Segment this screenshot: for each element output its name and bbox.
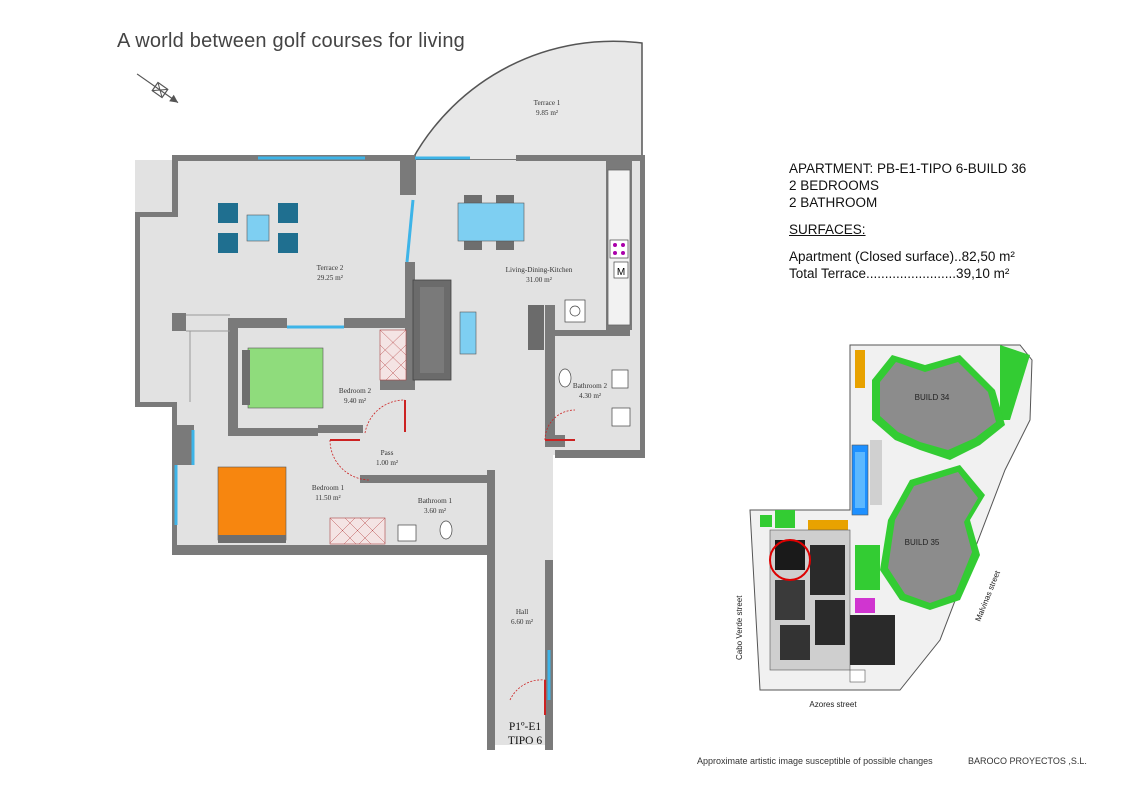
bedroom-1-wardrobe — [329, 517, 386, 545]
kitchen-counter: M — [564, 169, 631, 326]
terrace-table-set — [218, 203, 298, 253]
svg-text:31.00 m²: 31.00 m² — [526, 276, 552, 284]
room-area: 31.00 m² — [526, 276, 552, 284]
bathroom-2-fixtures — [558, 368, 631, 427]
tv-unit — [528, 305, 544, 350]
terrace-1-floor — [410, 40, 643, 161]
svg-text:9.85 m²: 9.85 m² — [536, 109, 558, 117]
azores-street-label: Azores street — [809, 700, 857, 709]
build-34-label: BUILD 34 — [915, 393, 950, 402]
bedroom-2-wardrobe — [379, 329, 407, 381]
coffee-table — [459, 311, 477, 355]
site-map: BUILD 34 BUILD 35 Cabo Verde street Azor… — [735, 344, 1033, 709]
room-labels: Terrace 1 9.85 m² Terrace 2 29.25 m² Liv… — [312, 99, 608, 626]
room-area: 6.60 m² — [511, 618, 533, 626]
room-name: Bathroom 1 — [418, 497, 453, 505]
svg-text:Bedroom 2: Bedroom 2 — [339, 387, 372, 395]
terrace-total: Total Terrace........................39,… — [789, 266, 1010, 281]
svg-text:11.50 m²: 11.50 m² — [315, 494, 340, 502]
malvinas-street-label: Malvinas street — [974, 569, 1003, 623]
room-area: 3.60 m² — [424, 507, 446, 515]
sofa — [412, 279, 452, 381]
windows — [174, 156, 551, 700]
svg-text:4.30 m²: 4.30 m² — [579, 392, 601, 400]
disclaimer: Approximate artistic image susceptible o… — [697, 756, 933, 766]
svg-text:6.60 m²: 6.60 m² — [511, 618, 533, 626]
bedroom-1-bed — [217, 466, 287, 543]
room-name: Hall — [516, 608, 528, 616]
svg-text:3.60 m²: 3.60 m² — [424, 507, 446, 515]
compass-icon — [136, 73, 179, 104]
cabo-verde-street-label: Cabo Verde street — [735, 595, 744, 660]
room-area: 4.30 m² — [579, 392, 601, 400]
svg-text:Bathroom 2: Bathroom 2 — [573, 382, 608, 390]
svg-text:Bathroom 1: Bathroom 1 — [418, 497, 453, 505]
svg-text:Hall: Hall — [516, 608, 528, 616]
closed-surface: Apartment (Closed surface)..82,50 m² — [789, 249, 1015, 264]
svg-text:9.40 m²: 9.40 m² — [344, 397, 366, 405]
unit-code-line1: P1º-E1 — [509, 721, 542, 733]
door-swings — [329, 399, 576, 701]
bedroom-2-bed — [242, 347, 324, 409]
tagline: A world between golf courses for living — [117, 30, 465, 52]
room-name: Pass — [381, 449, 394, 457]
room-name: Terrace 1 — [534, 99, 561, 107]
svg-text:M: M — [617, 267, 625, 278]
svg-text:Terrace 2: Terrace 2 — [317, 264, 344, 272]
bathrooms-count: 2 BATHROOM — [789, 195, 878, 210]
room-area: 1.00 m² — [376, 459, 398, 467]
room-area: 9.85 m² — [536, 109, 558, 117]
room-area: 29.25 m² — [317, 274, 343, 282]
apartment-title: APARTMENT: PB-E1-TIPO 6-BUILD 36 — [789, 161, 1027, 176]
svg-text:Living-Dining-Kitchen: Living-Dining-Kitchen — [506, 266, 573, 274]
surfaces-heading: SURFACES: — [789, 222, 866, 237]
company-name: BAROCO PROYECTOS ,S.L. — [968, 756, 1087, 766]
room-area: 11.50 m² — [315, 494, 340, 502]
dining-table-set — [457, 195, 525, 250]
bathroom-1-fixtures — [397, 520, 453, 542]
svg-text:Pass: Pass — [381, 449, 394, 457]
svg-text:Bedroom 1: Bedroom 1 — [312, 484, 345, 492]
build-35-label: BUILD 35 — [905, 538, 940, 547]
room-name: Bedroom 2 — [339, 387, 372, 395]
room-name: Living-Dining-Kitchen — [506, 266, 573, 274]
unit-code-line2: TIPO 6 — [508, 735, 542, 747]
bedrooms-count: 2 BEDROOMS — [789, 178, 880, 193]
svg-text:Terrace 1: Terrace 1 — [534, 99, 561, 107]
room-name: Bedroom 1 — [312, 484, 345, 492]
svg-text:29.25 m²: 29.25 m² — [317, 274, 343, 282]
room-name: Terrace 2 — [317, 264, 344, 272]
apartment-info: APARTMENT: PB-E1-TIPO 6-BUILD 36 2 BEDRO… — [789, 160, 1026, 282]
room-name: Bathroom 2 — [573, 382, 608, 390]
room-area: 9.40 m² — [344, 397, 366, 405]
svg-text:1.00 m²: 1.00 m² — [376, 459, 398, 467]
